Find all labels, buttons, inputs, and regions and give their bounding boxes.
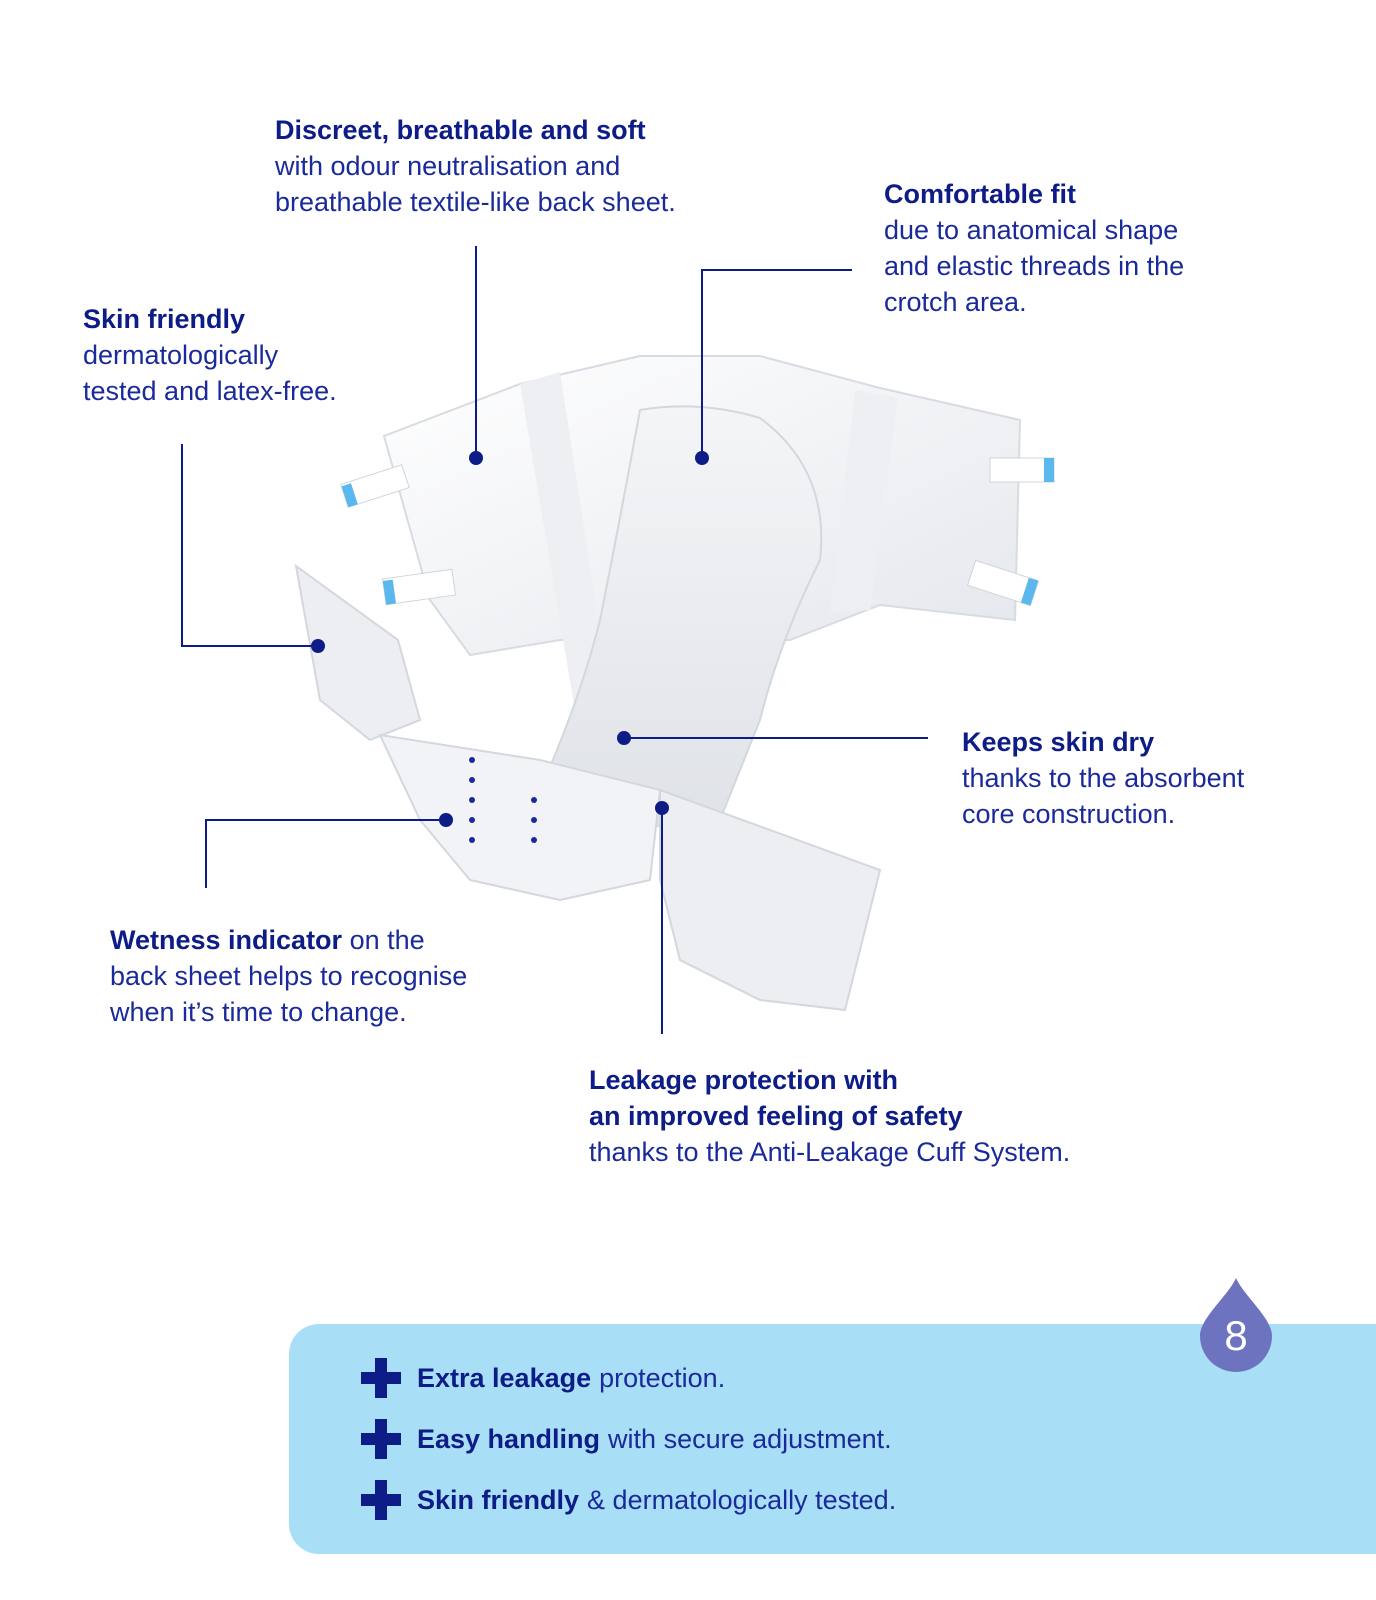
feature-bold: Skin friendly — [417, 1485, 580, 1515]
feature-text: & dermatologically tested. — [587, 1485, 897, 1515]
callout-text: tested and latex-free. — [83, 376, 337, 406]
callout-text: back sheet helps to recognise — [110, 961, 468, 991]
callout-heading: Comfortable fit — [884, 179, 1076, 209]
callout-keeps-dry: Keeps skin dry thanks to the absorbent c… — [962, 724, 1244, 832]
callout-text: thanks to the Anti-Leakage Cuff System. — [589, 1137, 1071, 1167]
skin-leader-line — [181, 444, 318, 647]
callout-skin-friendly: Skin friendly dermatologically tested an… — [83, 301, 337, 409]
callout-discreet: Discreet, breathable and soft with odour… — [275, 112, 676, 220]
wetness-leader-line — [205, 819, 446, 888]
callout-text: core construction. — [962, 799, 1176, 829]
callout-text: dermatologically — [83, 340, 279, 370]
callout-wetness: Wetness indicator on the back sheet help… — [110, 922, 467, 1030]
callout-text: breathable textile-like back sheet. — [275, 187, 676, 217]
plus-icon — [361, 1358, 401, 1398]
callout-text: due to anatomical shape — [884, 215, 1179, 245]
callout-heading: Leakage protection with — [589, 1065, 899, 1095]
callout-heading: Keeps skin dry — [962, 727, 1155, 757]
plus-icon — [361, 1480, 401, 1520]
callout-text: thanks to the absorbent — [962, 763, 1245, 793]
comfortable-dot — [695, 451, 709, 465]
feature-text: protection. — [599, 1363, 726, 1393]
callout-text: on the — [342, 925, 425, 955]
droplet-icon — [1200, 1278, 1272, 1372]
wetness-dot — [439, 813, 453, 827]
callout-heading: Wetness indicator — [110, 925, 343, 955]
feature-text: with secure adjustment. — [608, 1424, 892, 1454]
callout-heading: Discreet, breathable and soft — [275, 115, 646, 145]
diaper-shape — [294, 355, 1055, 1012]
skin-dot — [311, 639, 325, 653]
callout-comfortable: Comfortable fit due to anatomical shape … — [884, 176, 1184, 320]
comfortable-leader-line — [701, 269, 852, 458]
callout-dots — [311, 451, 709, 827]
callout-lines — [181, 246, 928, 1034]
callout-text: when it’s time to change. — [110, 997, 407, 1027]
leakage-dot — [655, 801, 669, 815]
feature-item: Skin friendly& dermatologically tested. — [359, 1478, 896, 1522]
plus-icon — [361, 1419, 401, 1459]
callout-heading: Skin friendly — [83, 304, 246, 334]
callout-first-line: Wetness indicator on the — [110, 922, 467, 958]
feature-bold: Extra leakage — [417, 1363, 592, 1393]
callout-text: crotch area. — [884, 287, 1027, 317]
callout-heading: an improved feeling of safety — [589, 1101, 963, 1131]
dry-dot — [617, 731, 631, 745]
callout-text: and elastic threads in the — [884, 251, 1185, 281]
callout-leakage: Leakage protection with an improved feel… — [589, 1062, 1070, 1170]
feature-bold: Easy handling — [417, 1424, 601, 1454]
callout-text: with odour neutralisation and — [275, 151, 621, 181]
discreet-dot — [469, 451, 483, 465]
page-number-badge: 8 — [1224, 1312, 1248, 1359]
